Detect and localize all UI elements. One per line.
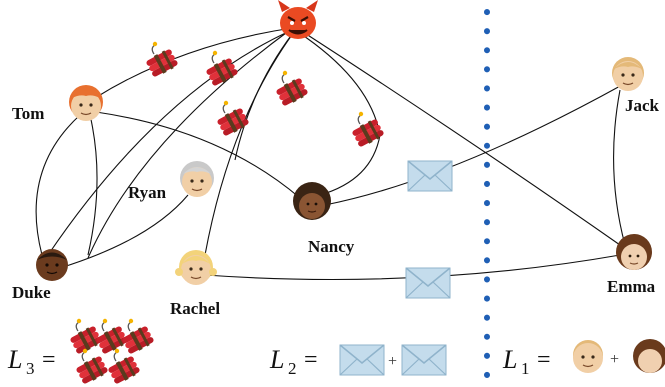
- person-emma: Emma: [607, 234, 656, 296]
- edge-devil-nancy: [297, 31, 381, 196]
- edge-jack-emma: [613, 89, 626, 246]
- equals-sign: =: [304, 347, 318, 373]
- equals-sign: =: [537, 347, 551, 373]
- dynamite-bomb-icon: [94, 318, 130, 357]
- person-name-label: Rachel: [170, 299, 220, 318]
- loss-l2: L 2 = +: [269, 344, 447, 378]
- edge-duke-ryan: [59, 194, 189, 269]
- person-face-icon: [572, 340, 604, 374]
- person-name-label: Jack: [625, 96, 660, 115]
- person-duke: Duke: [12, 249, 68, 302]
- person-name-label: Emma: [607, 277, 656, 296]
- equals-sign: =: [42, 347, 56, 373]
- loss-subscript: 1: [521, 359, 530, 378]
- loss-subscript: 3: [26, 359, 35, 378]
- person-face-icon: [612, 57, 644, 92]
- plus-sign: +: [388, 353, 397, 370]
- person-face-icon: [616, 234, 652, 270]
- edge-tom-duke: [35, 114, 81, 256]
- loss-symbol: L: [269, 345, 284, 374]
- dynamite-bomb-icon: [74, 348, 110, 387]
- loss-subscript: 2: [288, 359, 297, 378]
- envelope-icon: [339, 344, 385, 376]
- devil-face-icon: [278, 0, 318, 39]
- loss-l3: L 3 =: [7, 318, 156, 387]
- person-tom: Tom: [12, 85, 103, 123]
- edge-nancy-jack: [324, 84, 623, 206]
- person-name-label: Nancy: [308, 237, 355, 256]
- edge-tom-nancy: [95, 111, 301, 199]
- edge-devil-tom: [94, 27, 293, 99]
- person-name-label: Duke: [12, 283, 51, 302]
- envelope-icon: [407, 160, 453, 192]
- dynamite-bomb-icon: [106, 348, 142, 387]
- edge-devil-duke: [47, 29, 293, 256]
- dynamite-bomb-icon: [274, 70, 310, 109]
- person-nancy: Nancy: [293, 182, 355, 256]
- envelope-icon: [405, 267, 451, 299]
- dynamite-bomb-icon: [144, 41, 180, 80]
- person-face-icon: [69, 85, 103, 122]
- edge-devil-rachel: [204, 31, 295, 256]
- edge-tom-duke-2: [87, 114, 98, 256]
- person-ryan: Ryan: [128, 161, 214, 202]
- loss-l1: L 1 = +: [502, 339, 665, 378]
- edge-devil-ryan: [234, 32, 294, 161]
- person-name-label: Ryan: [128, 183, 167, 202]
- loss-symbol: L: [502, 345, 517, 374]
- loss-symbol: L: [7, 345, 22, 374]
- dynamite-bomb-icon: [204, 50, 240, 89]
- edge-devil-emma: [299, 29, 621, 246]
- person-face-icon: [293, 182, 331, 220]
- edge-devil-duke-2: [87, 29, 291, 259]
- person-name-label: Tom: [12, 104, 44, 123]
- person-face-icon: [180, 161, 214, 198]
- person-face-icon: [175, 250, 217, 286]
- person-rachel: Rachel: [170, 250, 220, 318]
- plus-sign: +: [610, 351, 619, 368]
- dynamite-bomb-icon: [350, 111, 386, 150]
- person-face-icon: [36, 249, 68, 281]
- person-jack: Jack: [612, 57, 660, 115]
- envelope-icon: [401, 344, 447, 376]
- dynamite-bomb-icon: [120, 318, 156, 357]
- person-face-icon: [633, 339, 665, 373]
